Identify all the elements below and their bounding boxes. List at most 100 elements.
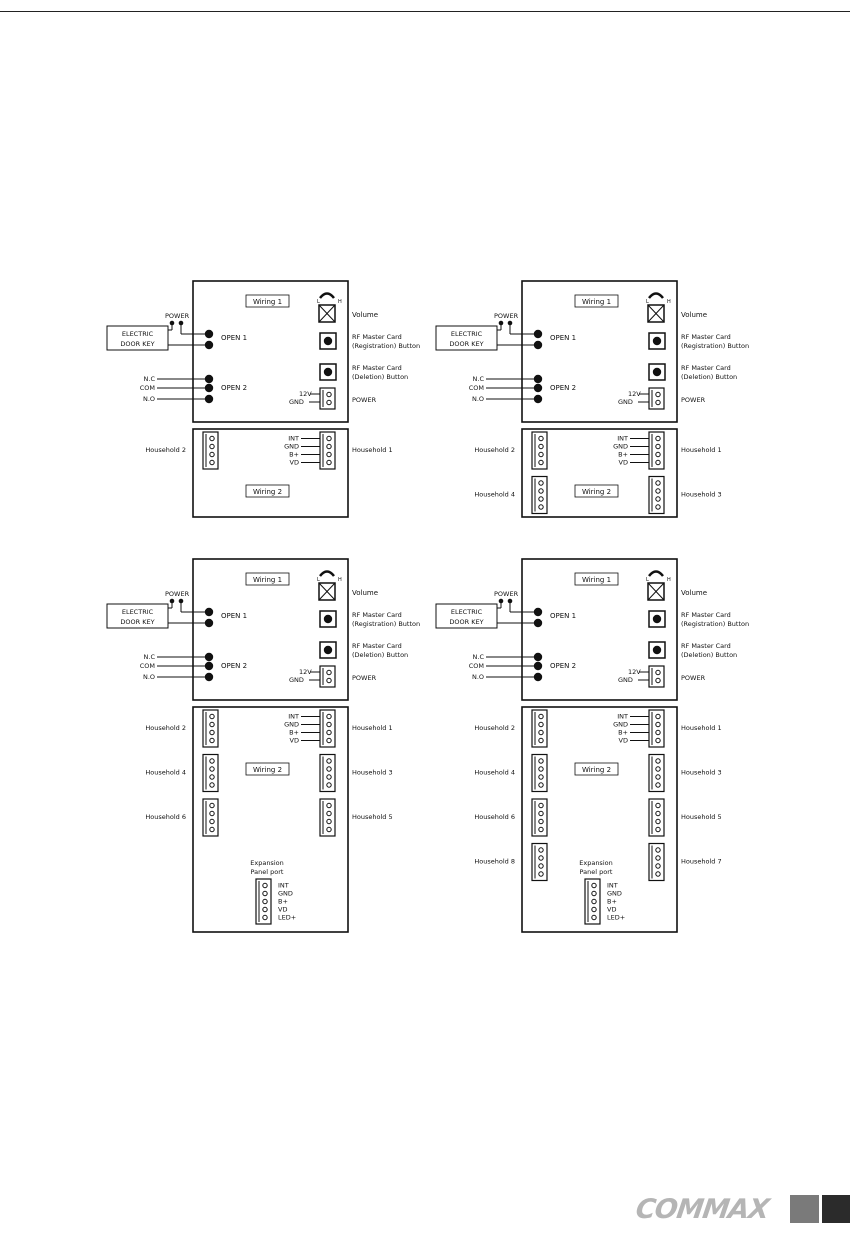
rf-deletion-label: RF Master Card [352, 642, 402, 650]
connector-body [319, 709, 336, 748]
household-3-label: Household 3 [681, 769, 722, 777]
household-3-connector [648, 753, 665, 793]
open1-terminal [204, 329, 214, 339]
open1-terminal [533, 329, 543, 339]
household-2-label: Household 2 [474, 446, 515, 454]
relay-nc-label: N.C [473, 653, 485, 661]
volume-label: Volume [681, 589, 707, 597]
household-3-connector [648, 475, 665, 515]
connector-pin [209, 774, 215, 780]
wiring2-tag [574, 762, 619, 776]
household-6-label: Household 6 [474, 813, 515, 821]
connector-pin [655, 443, 661, 450]
rf-registration-label: (Registration) Button [681, 620, 749, 628]
connector-pin [655, 721, 661, 728]
connector-body [531, 709, 548, 748]
wiring2-board [192, 706, 349, 933]
household-8-label: Household 8 [474, 858, 515, 866]
electric-door-key-box [106, 603, 169, 629]
household-4-connector [531, 753, 548, 793]
household-4-connector [531, 475, 548, 515]
household-1-label: Household 1 [681, 724, 722, 732]
volume-dial-arc [648, 292, 664, 299]
connector-pin [262, 914, 268, 921]
volume-knob-x [647, 582, 665, 601]
volume-knob [647, 582, 665, 601]
connector-pin [326, 729, 332, 736]
connector-body [648, 709, 665, 748]
expansion-led-label: LED+ [607, 914, 625, 922]
rf-deletion-label: RF Master Card [681, 364, 731, 372]
power-input-label: POWER [352, 674, 377, 682]
connector-pin [326, 669, 332, 676]
connector-pin [262, 882, 268, 889]
connector-pin [209, 782, 215, 788]
connector-pin [538, 818, 544, 825]
connector-body [648, 753, 665, 793]
connector-pin [655, 847, 661, 853]
wiring1-board [192, 280, 349, 423]
relay-com-label: COM [140, 662, 155, 670]
expansion-vd-label: VD [607, 906, 616, 914]
connector-pin [538, 443, 544, 450]
connector-pin [209, 713, 215, 720]
wiring1-board [521, 558, 678, 701]
connector-pin [209, 721, 215, 728]
connector-pin [538, 488, 544, 494]
label-gnd: GND [289, 398, 304, 406]
household-3-label: Household 3 [681, 491, 722, 499]
connector-pin [591, 914, 597, 921]
connector-pin [655, 480, 661, 486]
rf-deletion-label: (Deletion) Button [681, 373, 737, 381]
label-gnd: GND [618, 398, 633, 406]
label-12v: 12V [628, 390, 641, 398]
connector-pin [655, 810, 661, 817]
power-connector [648, 665, 665, 688]
volume-knob-x [647, 304, 665, 323]
connector-body [319, 431, 336, 470]
connector-pin [538, 496, 544, 502]
expansion-panel-port [255, 878, 272, 925]
relay-terminal [533, 374, 543, 384]
connector-pin [655, 391, 661, 398]
connector-pin [538, 855, 544, 861]
expansion-label: Panel port [580, 868, 613, 876]
signal-int-label: INT [288, 435, 299, 443]
connector-pin [209, 826, 215, 833]
household-4-label: Household 4 [145, 769, 186, 777]
power-supply-label: POWER [165, 590, 190, 598]
connector-pin [655, 451, 661, 458]
expansion-int-label: INT [278, 882, 289, 890]
rf-deletion-button-dot [652, 645, 662, 655]
volume-low-label: L [646, 577, 649, 583]
signal-vd-label: VD [290, 737, 299, 745]
connector-pin [538, 435, 544, 442]
connector-pin [538, 451, 544, 458]
connector-pin [655, 677, 661, 684]
household-1-connector [648, 431, 665, 470]
household-5-connector [648, 798, 665, 837]
door-key-label: DOOR KEY [120, 340, 154, 348]
household-2-label: Household 2 [145, 724, 186, 732]
connector-pin [326, 782, 332, 788]
signal-vd-label: VD [619, 459, 628, 467]
household-5-label: Household 5 [681, 813, 722, 821]
connector-pin [655, 758, 661, 764]
connector-pin [262, 906, 268, 913]
connector-pin [655, 782, 661, 788]
household-1-connector [319, 431, 336, 470]
household-2-label: Household 2 [474, 724, 515, 732]
connector-body [531, 753, 548, 793]
signal-int-label: INT [617, 435, 628, 443]
household-1-connector [319, 709, 336, 748]
rf-deletion-button-dot [323, 367, 333, 377]
connector-pin [209, 818, 215, 825]
household-1-label: Household 1 [681, 446, 722, 454]
relay-nc-label: N.C [473, 375, 485, 383]
connector-pin [538, 826, 544, 833]
household-2-label: Household 2 [145, 446, 186, 454]
signal-bplus-label: B+ [289, 451, 299, 459]
expansion-label: Expansion [250, 859, 283, 867]
